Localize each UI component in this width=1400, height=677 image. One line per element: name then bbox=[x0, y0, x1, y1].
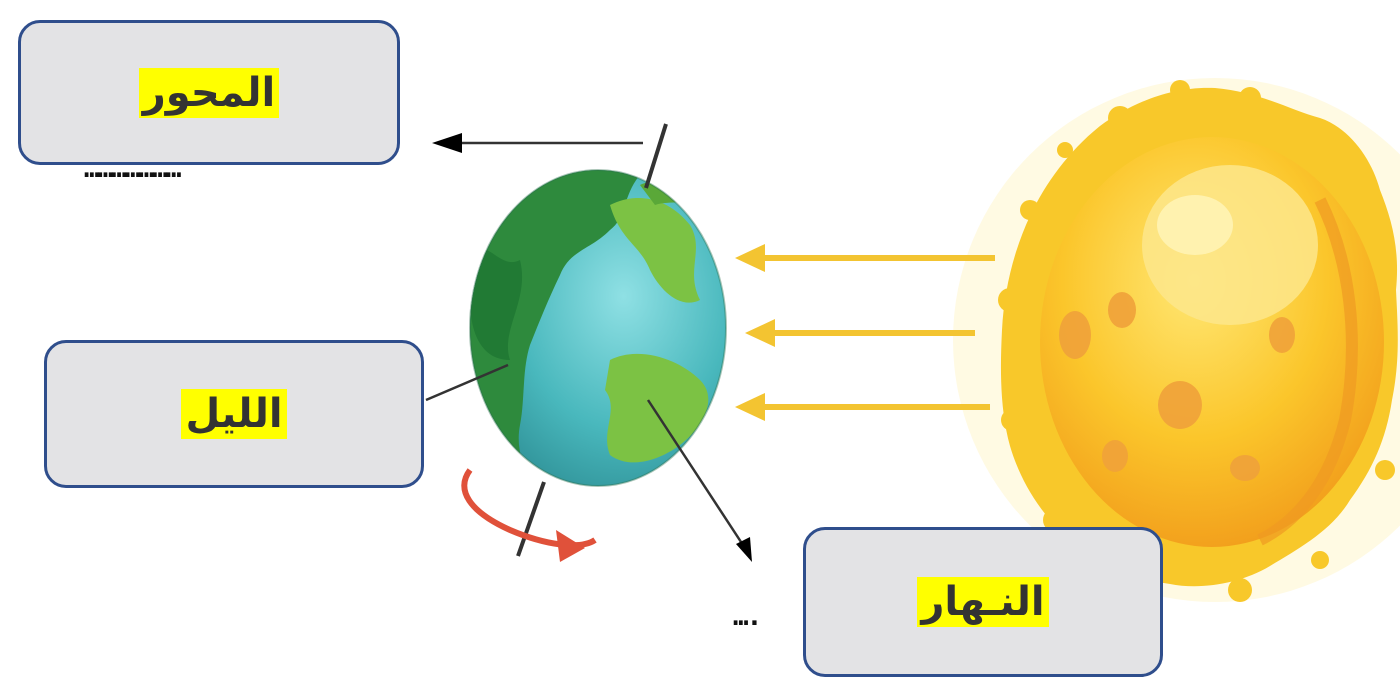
pointer-lines bbox=[425, 133, 752, 562]
label-day: النـهار bbox=[917, 577, 1049, 627]
label-box-night: الليل bbox=[44, 340, 424, 488]
answer-blank-dots-day: …. bbox=[733, 602, 762, 632]
earth-icon bbox=[469, 169, 727, 487]
label-box-day: النـهار bbox=[803, 527, 1163, 677]
earth-axis bbox=[516, 123, 668, 557]
sunlight-arrows bbox=[735, 244, 995, 421]
diagram-artwork bbox=[425, 78, 1400, 602]
sun-icon bbox=[953, 78, 1400, 602]
label-night: الليل bbox=[181, 389, 287, 439]
label-box-axis: المحور bbox=[18, 20, 400, 165]
rotation-arrow-icon bbox=[461, 468, 597, 562]
earth-rotation-diagram: ………………… …. المحور الليل النـهار bbox=[18, 20, 1400, 677]
label-axis: المحور bbox=[138, 67, 280, 118]
